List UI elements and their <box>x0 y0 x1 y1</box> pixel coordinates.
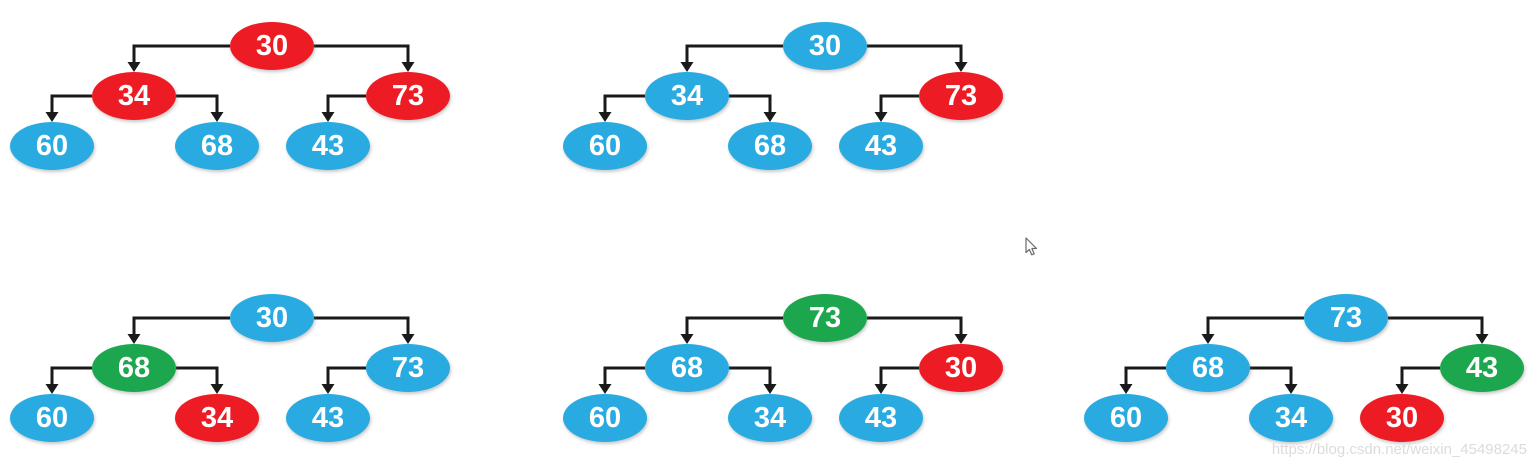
edge-root-left <box>127 44 230 72</box>
node-right-child: 73 <box>919 72 1003 120</box>
node-left-right-child: 34 <box>175 394 259 442</box>
node-left-left-child: 60 <box>10 122 94 170</box>
edge-left-leftright <box>729 366 777 394</box>
heap-tree-4: 73 68 30 60 34 43 <box>553 272 1013 452</box>
edge-left-leftleft <box>1119 366 1166 394</box>
node-left-child: 68 <box>645 344 729 392</box>
edge-root-left <box>680 44 783 72</box>
node-root: 30 <box>230 294 314 342</box>
edge-left-leftright <box>729 94 777 122</box>
node-left-right-child: 34 <box>728 394 812 442</box>
edge-right-rightleft <box>321 366 366 394</box>
edge-left-leftright <box>176 94 224 122</box>
node-left-left-child: 60 <box>563 122 647 170</box>
heap-tree-1: 30 34 73 60 68 43 <box>0 0 460 180</box>
tree-2-edges <box>598 44 968 122</box>
edge-left-leftleft <box>598 94 645 122</box>
edge-right-rightleft <box>874 94 919 122</box>
node-right-child: 73 <box>366 72 450 120</box>
node-right-left-child: 43 <box>286 122 370 170</box>
edge-right-rightleft <box>874 366 919 394</box>
node-left-left-child: 60 <box>1084 394 1168 442</box>
heap-tree-5: 73 68 43 60 34 30 <box>1074 272 1532 452</box>
node-left-left-child: 60 <box>563 394 647 442</box>
node-left-left-child: 60 <box>10 394 94 442</box>
edge-left-leftleft <box>598 366 645 394</box>
heap-tree-3: 30 68 73 60 34 43 <box>0 272 460 452</box>
node-right-child: 73 <box>366 344 450 392</box>
node-right-left-child: 43 <box>286 394 370 442</box>
node-right-left-child: 43 <box>839 122 923 170</box>
node-root: 30 <box>230 22 314 70</box>
node-left-right-child: 68 <box>175 122 259 170</box>
edge-root-right <box>867 316 968 344</box>
tree-4-edges <box>598 316 968 394</box>
edge-left-leftright <box>1250 366 1298 394</box>
node-root: 73 <box>1304 294 1388 342</box>
node-right-child: 43 <box>1440 344 1524 392</box>
node-left-child: 68 <box>92 344 176 392</box>
edge-root-left <box>1201 316 1304 344</box>
heap-tree-2: 30 34 73 60 68 43 <box>553 0 1013 180</box>
edge-left-leftleft <box>45 94 92 122</box>
edge-right-rightleft <box>1395 366 1440 394</box>
edge-root-right <box>867 44 968 72</box>
edge-root-left <box>127 316 230 344</box>
node-left-child: 68 <box>1166 344 1250 392</box>
node-left-child: 34 <box>92 72 176 120</box>
node-left-right-child: 68 <box>728 122 812 170</box>
edge-left-leftleft <box>45 366 92 394</box>
node-right-left-child: 30 <box>1360 394 1444 442</box>
mouse-cursor-icon <box>1025 237 1038 256</box>
edge-root-left <box>680 316 783 344</box>
node-right-child: 30 <box>919 344 1003 392</box>
node-left-right-child: 34 <box>1249 394 1333 442</box>
edge-root-right <box>1388 316 1489 344</box>
tree-3-edges <box>45 316 415 394</box>
edge-root-right <box>314 44 415 72</box>
tree-5-edges <box>1119 316 1489 394</box>
edge-root-right <box>314 316 415 344</box>
edge-left-leftright <box>176 366 224 394</box>
node-root: 73 <box>783 294 867 342</box>
node-right-left-child: 43 <box>839 394 923 442</box>
tree-1-edges <box>45 44 415 122</box>
watermark: https://blog.csdn.net/weixin_45498245 <box>1271 441 1527 458</box>
node-root: 30 <box>783 22 867 70</box>
edge-right-rightleft <box>321 94 366 122</box>
node-left-child: 34 <box>645 72 729 120</box>
